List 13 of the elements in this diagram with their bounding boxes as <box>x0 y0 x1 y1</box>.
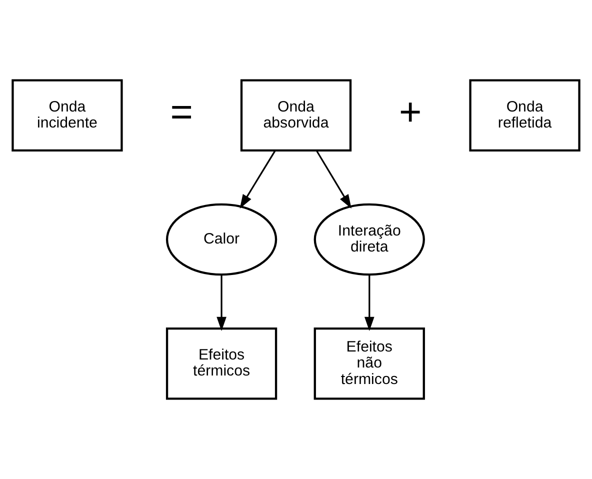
node-box: Efeitos térmicos <box>166 327 278 400</box>
arrow <box>364 274 374 331</box>
arrow <box>316 150 352 209</box>
node-ellipse: Interação direta <box>314 203 425 276</box>
node-box: Efeitos não térmicos <box>314 327 425 400</box>
node-box: Onda refletida <box>469 79 580 152</box>
arrow <box>216 274 226 331</box>
node-box: Onda incidente <box>12 79 123 152</box>
node-box: Onda absorvida <box>240 79 352 152</box>
label: + <box>399 90 422 134</box>
arrow <box>240 150 276 209</box>
label: = <box>170 90 193 134</box>
node-ellipse: Calor <box>166 203 278 276</box>
